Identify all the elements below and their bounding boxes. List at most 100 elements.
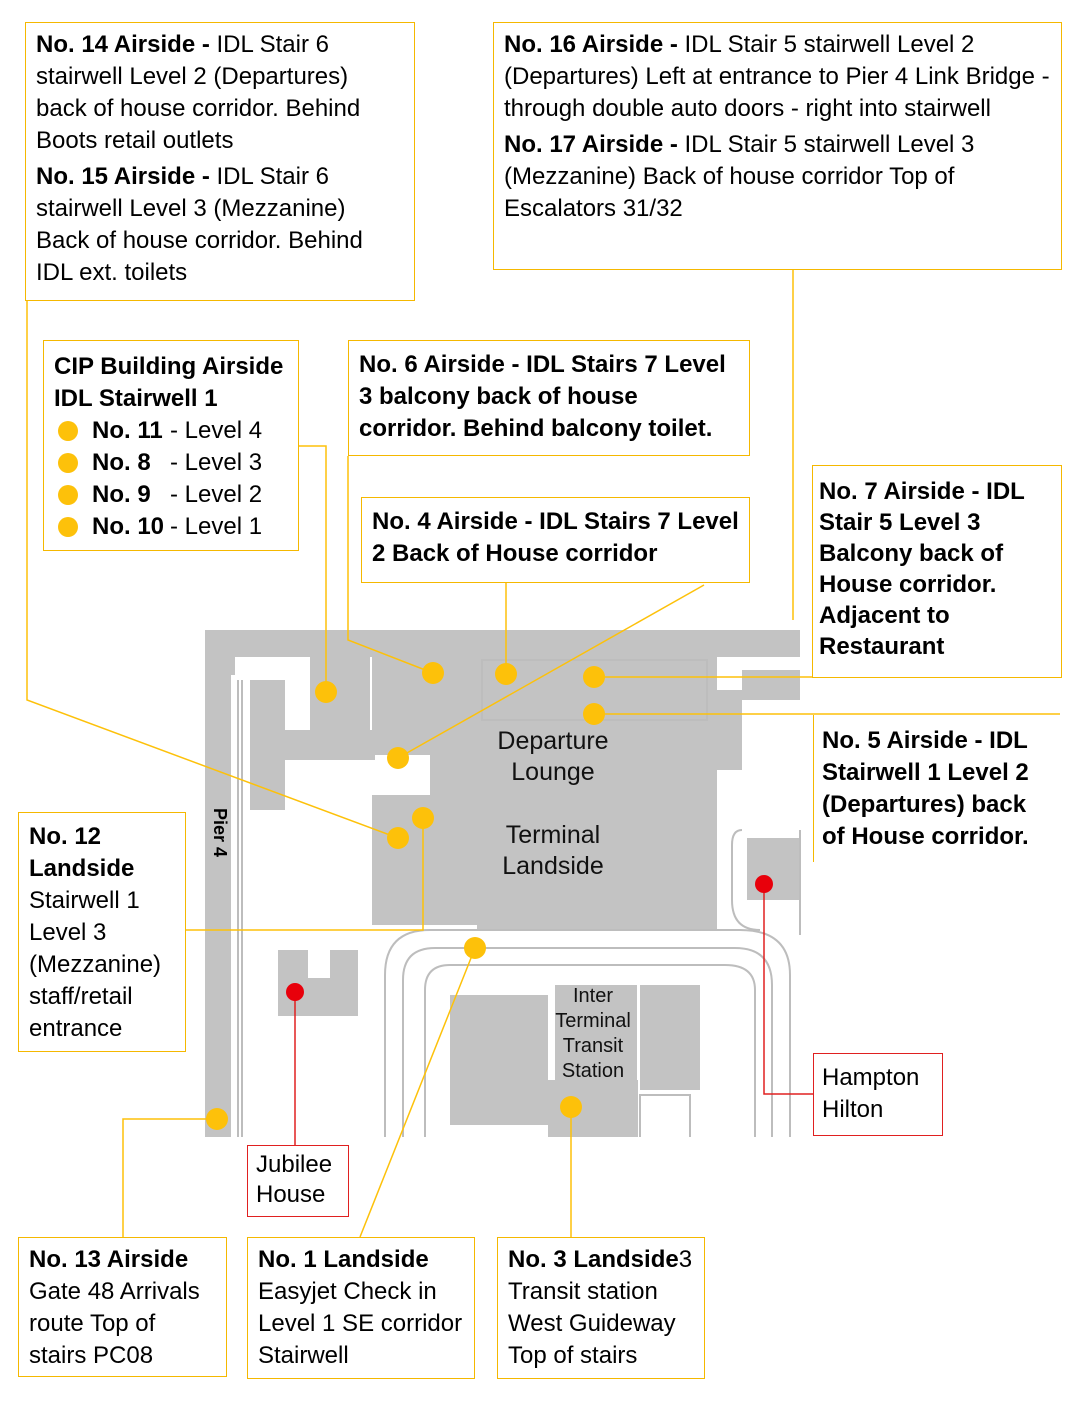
hampton-line1: Hampton: [822, 1064, 920, 1091]
callout-no1: No. 1 Landside Easyjet Check in Level 1 …: [247, 1237, 475, 1379]
no7-text: No. 7 Airside - IDL Stair 5 Level 3 Balc…: [819, 478, 1025, 660]
departure-label-line1: Departure: [497, 727, 609, 755]
callout-no13: No. 13 Airside Gate 48 Arrivals route To…: [18, 1237, 227, 1377]
road-loop-inner: [424, 964, 756, 1137]
top-corridor: [205, 630, 800, 657]
departure-lounge-label: Departure Lounge: [478, 726, 628, 788]
no12-text: Stairwell 1 Level 3 (Mezzanine) staff/re…: [29, 887, 162, 1042]
itts-bldg-centre: [555, 985, 637, 1085]
itts-bldg-west: [450, 995, 548, 1125]
cip-item-no10: No. 10- Level 1: [54, 511, 288, 543]
road-loop-mid: [402, 947, 773, 1137]
marker-hampton: [755, 875, 773, 893]
cip-item-number: No. 9: [92, 481, 151, 508]
terminal-label-line1: Terminal: [505, 821, 601, 849]
marker-jubilee: [286, 983, 304, 1001]
no1-text: Easyjet Check in Level 1 SE corridor Sta…: [258, 1278, 463, 1369]
road-loop-outer: [384, 929, 791, 1137]
no4-text: No. 4 Airside - IDL Stairs 7 Level 2 Bac…: [372, 508, 739, 567]
no15-title: No. 15 Airside -: [36, 163, 210, 190]
marker-dot-icon: [58, 517, 78, 537]
callout-no15: No. 15 Airside - IDL Stair 6 stairwell L…: [36, 161, 404, 289]
leader-lines-red: [294, 884, 813, 1145]
pier-4: [205, 657, 231, 1137]
marker-no5: [583, 703, 605, 725]
leader-no13: [122, 1118, 217, 1237]
cip-item-no8: No. 8 - Level 3: [54, 447, 288, 479]
marker-no15: [387, 827, 409, 849]
no1-title: No. 1 Landside: [258, 1246, 429, 1273]
marker-cip: [315, 681, 337, 703]
pier-link-lower: [285, 730, 375, 760]
marker-no7: [583, 666, 605, 688]
hampton-hilton-bldg: [747, 838, 799, 900]
callout-no16: No. 16 Airside - IDL Stair 5 stairwell L…: [504, 29, 1051, 125]
marker-no14: [387, 747, 409, 769]
no6-text: No. 6 Airside - IDL Stairs 7 Level 3 bal…: [359, 351, 726, 442]
departure-label-line2: Lounge: [511, 758, 595, 786]
marker-no12: [412, 807, 434, 829]
annex-east: [742, 670, 800, 700]
leader-no1: [359, 947, 476, 1238]
pier-4-top: [205, 630, 235, 675]
marker-no1: [464, 937, 486, 959]
cip-item-level: - Level 3: [170, 449, 263, 476]
no5-text: No. 5 Airside - IDL Stairwell 1 Level 2 …: [822, 727, 1029, 850]
marker-dot-icon: [58, 421, 78, 441]
itts-label-line3: Transit: [562, 1035, 624, 1057]
jubilee-line1: Jubilee: [256, 1151, 333, 1178]
leader-no15: [26, 300, 399, 839]
buildings: [205, 630, 800, 1137]
itts-label: Inter Terminal Transit Station: [548, 984, 638, 1084]
callout-no7: No. 7 Airside - IDL Stair 5 Level 3 Balc…: [812, 465, 1062, 678]
pier-link: [250, 680, 285, 810]
itts-label-line1: Inter: [572, 985, 614, 1007]
callout-no4: No. 4 Airside - IDL Stairs 7 Level 2 Bac…: [361, 497, 750, 583]
no3-text: Transit station West Guideway Top of sta…: [508, 1278, 676, 1369]
no17-title: No. 17 Airside -: [504, 131, 678, 158]
road-east: [731, 829, 761, 931]
leader-cip: [298, 445, 327, 690]
callout-no12: No. 12 Landside Stairwell 1 Level 3 (Mez…: [18, 812, 186, 1052]
cip-item-level: - Level 2: [170, 481, 263, 508]
callout-no5: No. 5 Airside - IDL Stairwell 1 Level 2 …: [813, 715, 1062, 862]
callout-no16-no17: No. 16 Airside - IDL Stair 5 stairwell L…: [493, 22, 1062, 270]
leader-no14: [397, 584, 705, 759]
no12-title-line1: No. 12: [29, 823, 102, 850]
pier-4-label: Pier 4: [210, 808, 230, 858]
callout-no14: No. 14 Airside - IDL Stair 6 stairwell L…: [36, 29, 404, 157]
itts-label-line4: Station: [561, 1060, 625, 1082]
west-block-lower: [430, 755, 480, 795]
jubilee-house-bldg-2: [300, 978, 330, 1016]
east-annex: [717, 690, 742, 770]
no14-title: No. 14 Airside -: [36, 31, 210, 58]
no13-text: Gate 48 Arrivals route Top of stairs PC0…: [29, 1278, 200, 1369]
no3-title: No. 3 Landside: [508, 1246, 679, 1273]
leader-no12: [185, 818, 424, 931]
marker-dot-icon: [58, 453, 78, 473]
cip-item-number: No. 8: [92, 449, 151, 476]
marker-no4: [495, 663, 517, 685]
marker-no6: [422, 662, 444, 684]
callout-jubilee-house: Jubilee House: [247, 1145, 349, 1217]
cip-item-level: - Level 4: [170, 417, 263, 444]
departure-lounge: [477, 655, 717, 930]
callout-no3: No. 3 Landside3 Transit station West Gui…: [497, 1237, 705, 1379]
callout-hampton-hilton: Hampton Hilton: [813, 1053, 943, 1136]
jubilee-house-bldg-3: [330, 950, 358, 1016]
no3-title-row: No. 3 Landside3: [508, 1244, 694, 1276]
callout-cip-building: CIP Building Airside IDL Stairwell 1 No.…: [43, 340, 299, 551]
leader-hampton: [763, 884, 813, 1095]
callout-no6: No. 6 Airside - IDL Stairs 7 Level 3 bal…: [348, 340, 750, 456]
itts-label-line2: Terminal: [555, 1010, 631, 1032]
no3-title-suffix: 3: [678, 1246, 693, 1273]
itts-bldg-east: [640, 985, 700, 1090]
leader-lines: [26, 270, 1060, 1238]
no17-text: IDL Stair 5 stairwell Level 3 (Mezzanine…: [504, 131, 975, 222]
jubilee-line2: House: [256, 1181, 326, 1208]
no15-text: IDL Stair 6 stairwell Level 3 (Mezzanine…: [36, 163, 363, 286]
no16-title: No. 16 Airside -: [504, 31, 678, 58]
marker-dot-icon: [58, 485, 78, 505]
cip-item-number: No. 10: [92, 513, 165, 540]
